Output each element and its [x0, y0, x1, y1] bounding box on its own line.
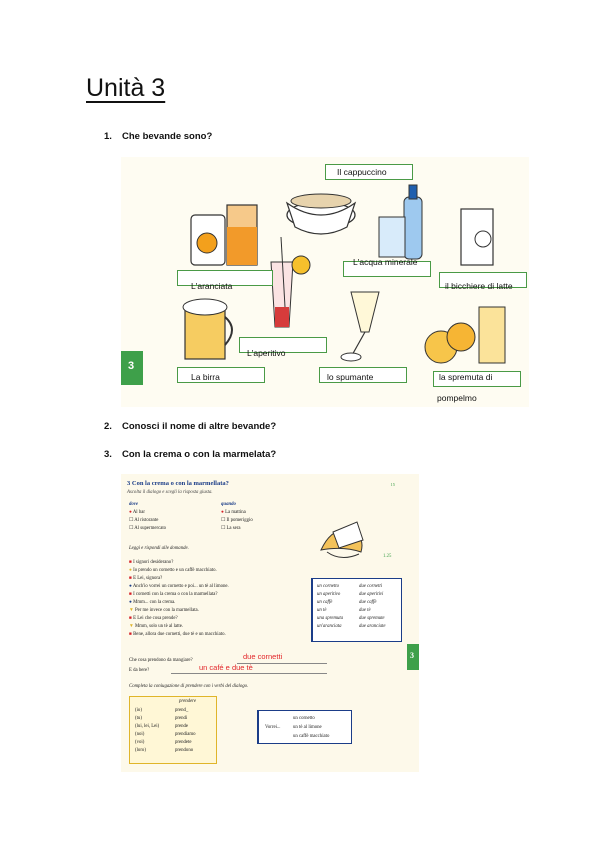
vorrei-item: un cornetto: [293, 716, 315, 721]
quando-option-3[interactable]: ☐ La sera: [221, 526, 241, 531]
track-number: 1.25: [383, 554, 392, 559]
dialogue-line: ● Io prendo un cornetto e un caffè macch…: [129, 568, 217, 573]
dialogue-line: ■ Bene, allora due cornetti, due tè e un…: [129, 632, 226, 637]
conjugation-box: [129, 696, 217, 764]
conj-form[interactable]: prend_: [175, 708, 189, 713]
label-cappuccino: Il cappuccino: [337, 167, 387, 177]
conj-form: prendi: [175, 716, 188, 721]
conj-pronoun: (lui, lei, Lei): [135, 724, 160, 729]
dialogue-line: ● Mmm... con la crema.: [129, 600, 176, 605]
plural-cell: una spremuta: [317, 616, 344, 621]
plural-cell: un caffè: [317, 600, 333, 605]
drinks-illustration: 3 Il cappuccino L'acqua minerale L'aranc…: [121, 157, 529, 407]
question-food: Che cosa prendono da mangiare?: [129, 658, 193, 663]
dialogue-line: ■ I cornetti con la crema o con la marme…: [129, 592, 218, 597]
label-acqua: L'acqua minerale: [353, 257, 418, 267]
answer-box-spumante[interactable]: [319, 367, 407, 383]
dialogue-line: ▼ Per me invece con la marmellata.: [129, 608, 199, 613]
question-2: 2.Conosci il nome di altre bevande?: [104, 421, 277, 432]
dove-option-1[interactable]: ● Al bar: [129, 510, 145, 515]
answer-drink[interactable]: un café e due tè: [199, 663, 253, 672]
unit-tab: 3: [121, 351, 143, 385]
answer-box-acqua[interactable]: [343, 261, 431, 277]
dialogue-line: ■ I signori desiderano?: [129, 560, 174, 565]
page-ref: 15: [390, 482, 396, 487]
page-title: Unità 3: [86, 74, 166, 102]
conj-form: prendono: [175, 748, 194, 753]
conj-pronoun: (voi): [135, 740, 145, 745]
plural-cell: due aranciate: [359, 624, 386, 629]
drinks-drawing: [182, 184, 506, 364]
plural-cell: due spremute: [359, 616, 385, 621]
conj-pronoun: (noi): [135, 732, 145, 737]
conj-infinitive: prendere: [179, 699, 196, 704]
plural-cell: due caffè: [359, 600, 377, 605]
conjugation-instruction: Completa la coniugazione di prendere con…: [129, 684, 249, 689]
croissant-illustration: [320, 521, 364, 558]
exercise-subtitle: Ascolta il dialogo e scegli la risposta …: [127, 490, 213, 495]
conj-form: prendete: [175, 740, 192, 745]
unit-tab: 3: [407, 644, 419, 670]
plural-cell: un aperitivo: [317, 592, 341, 597]
plural-cell: un'aranciata: [317, 624, 342, 629]
conj-pronoun: (tu): [135, 716, 142, 721]
plural-cell: un cornetto: [317, 584, 339, 589]
plural-cell: due aperitivi: [359, 592, 384, 597]
label-spremuta: la spremuta di: [439, 372, 493, 382]
answer-box-latte[interactable]: [439, 272, 527, 288]
exercise-header: 3 Con la crema o con la marmellata?: [127, 480, 229, 487]
plural-cell: due tè: [359, 608, 371, 613]
question-drink: E da bere?: [129, 668, 150, 673]
dialogue-line: ■ E Lei che cosa prende?: [129, 616, 178, 621]
dialogue-line: ■ E Lei, signora?: [129, 576, 163, 581]
label-latte: il bicchiere di latte: [445, 281, 513, 291]
label-spumante: lo spumante: [327, 372, 374, 382]
answer-food[interactable]: due cornetti: [243, 652, 283, 661]
question-3: 3.Con la crema o con la marmelata?: [104, 449, 277, 460]
plural-table: [311, 578, 402, 642]
quando-option-1[interactable]: ● La mattina: [221, 510, 246, 515]
dialogue-line: ▼ Mmm, solo un tè al latte.: [129, 624, 184, 629]
plural-cell: un tè: [317, 608, 327, 613]
conj-pronoun: (io): [135, 708, 142, 713]
textbook-page: 3 Con la crema o con la marmellata? Asco…: [121, 474, 419, 772]
quando-option-2[interactable]: ☐ Il pomeriggio: [221, 518, 253, 523]
answer-box-aranciata[interactable]: [177, 270, 273, 286]
label-birra: La birra: [191, 372, 220, 382]
dove-title: dove: [129, 502, 139, 507]
answer-box-aperitivo[interactable]: [239, 337, 327, 353]
plural-cell: due cornetti: [359, 584, 383, 589]
vorrei-item: un caffè macchiato: [293, 734, 330, 739]
conj-form: prendiamo: [175, 732, 196, 737]
conj-form[interactable]: prende: [175, 724, 189, 729]
quando-title: quando: [221, 502, 236, 507]
answer-box-cappuccino[interactable]: [325, 164, 413, 180]
label-aranciata: L'aranciata: [191, 281, 233, 291]
answer-box-birra[interactable]: [177, 367, 265, 383]
conj-pronoun: (loro): [135, 748, 146, 753]
vorrei-box: [257, 710, 352, 744]
label-aperitivo: L'aperitivo: [247, 348, 286, 358]
answer-line-food: [237, 663, 327, 664]
dove-option-2[interactable]: ☐ Al ristorante: [129, 518, 159, 523]
vorrei-label: Vorrei...: [265, 725, 281, 730]
answer-line-drink: [171, 673, 327, 674]
dove-option-3[interactable]: ☐ Al supermercato: [129, 526, 167, 531]
dialogue-line: ● Anch'io vorrei un cornetto e poi... un…: [129, 584, 229, 589]
label-spremuta-2: pompelmo: [437, 393, 477, 403]
vorrei-item: un tè al limone: [293, 725, 322, 730]
answer-box-spremuta[interactable]: [433, 371, 521, 387]
reading-instruction: Leggi e rispondi alle domande.: [129, 546, 189, 551]
question-1: 1.Che bevande sono?: [104, 131, 213, 142]
